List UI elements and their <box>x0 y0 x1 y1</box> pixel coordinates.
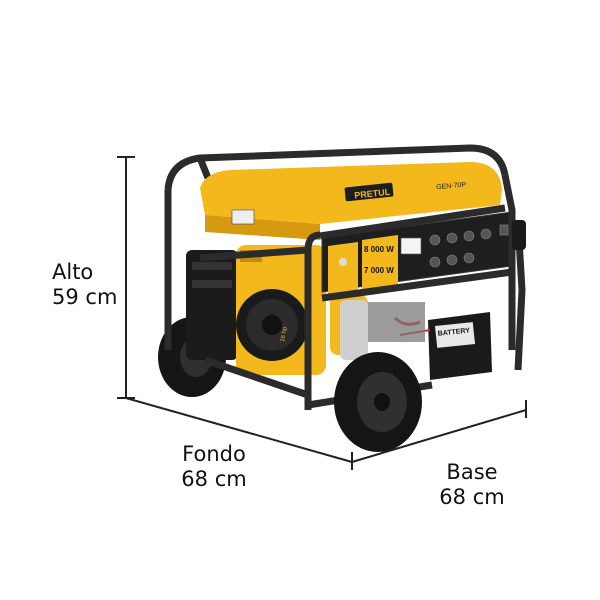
width-dimension-line <box>351 400 527 463</box>
width-label: Base <box>446 460 498 484</box>
frame <box>164 144 509 350</box>
max-power-label: 8 000 W <box>364 245 394 254</box>
height-value: 59 cm <box>52 285 118 309</box>
width-value: 68 cm <box>439 485 505 509</box>
outlets <box>429 224 509 268</box>
continuous-power-label: 7 000 W <box>364 266 394 275</box>
handle <box>512 220 526 371</box>
voltmeter <box>400 237 422 255</box>
engine: 16 hp <box>186 245 326 375</box>
model-label: GEN-70P <box>436 182 467 192</box>
alternator <box>330 295 368 360</box>
fuel-tank: PRETUL GEN-70P <box>200 162 502 240</box>
depth-value: 68 cm <box>181 467 247 491</box>
height-label: Alto <box>52 260 94 284</box>
brand-logo: PRETUL <box>354 187 391 201</box>
height-dimension-label: Alto 59 cm <box>52 260 124 310</box>
engine-hp-label: 16 hp <box>280 326 289 342</box>
battery: BATTERY <box>365 302 492 380</box>
width-dimension-label: Base 68 cm <box>432 460 512 510</box>
battery-label: BATTERY <box>437 327 470 337</box>
front-wheel <box>334 352 422 452</box>
depth-label: Fondo <box>182 442 246 466</box>
depth-dimension-label: Fondo 68 cm <box>168 442 260 492</box>
